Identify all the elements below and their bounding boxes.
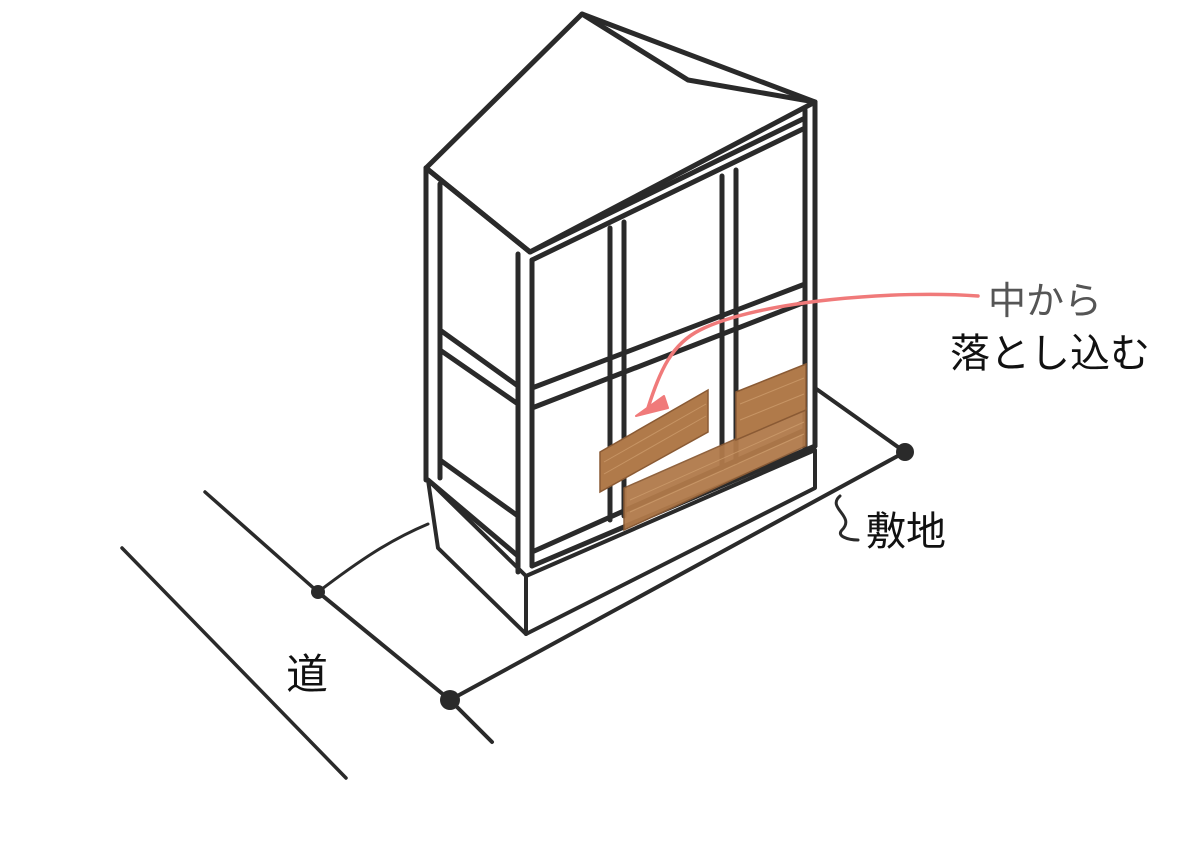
frame-front-mid-beam-2 — [529, 299, 808, 411]
site-boundary-right — [448, 450, 907, 702]
frame-front-mid-beam — [529, 281, 808, 391]
frame-left-lower — [437, 457, 521, 519]
roof-left-edge — [423, 165, 533, 255]
wood-boards — [599, 362, 807, 532]
frame-left-mid-beam — [437, 327, 521, 389]
frame-front-top-beam — [529, 125, 808, 263]
site-boundary-left — [316, 522, 430, 594]
road-label: 道 — [286, 650, 329, 699]
boundary-marker-icon — [311, 443, 914, 710]
site-boundary-back — [813, 386, 907, 454]
annotation-line-2: 落とし込む — [950, 331, 1150, 377]
frame-left-sill — [425, 477, 521, 559]
site-label: 敷地 — [866, 509, 946, 555]
frame-front-top-beam-2 — [527, 115, 808, 255]
annotation-line-1: 中から — [988, 279, 1103, 323]
arrow-icon — [635, 292, 980, 417]
road-line-1 — [120, 546, 348, 780]
roof-ridge — [579, 11, 818, 105]
frame-left-mid-beam-2 — [437, 347, 521, 407]
site-leader-line — [834, 494, 860, 542]
wood-board-right-upper — [735, 362, 807, 442]
road-line-2 — [203, 490, 320, 594]
wood-board-floating — [599, 388, 709, 494]
site-boundary-front — [316, 590, 452, 702]
